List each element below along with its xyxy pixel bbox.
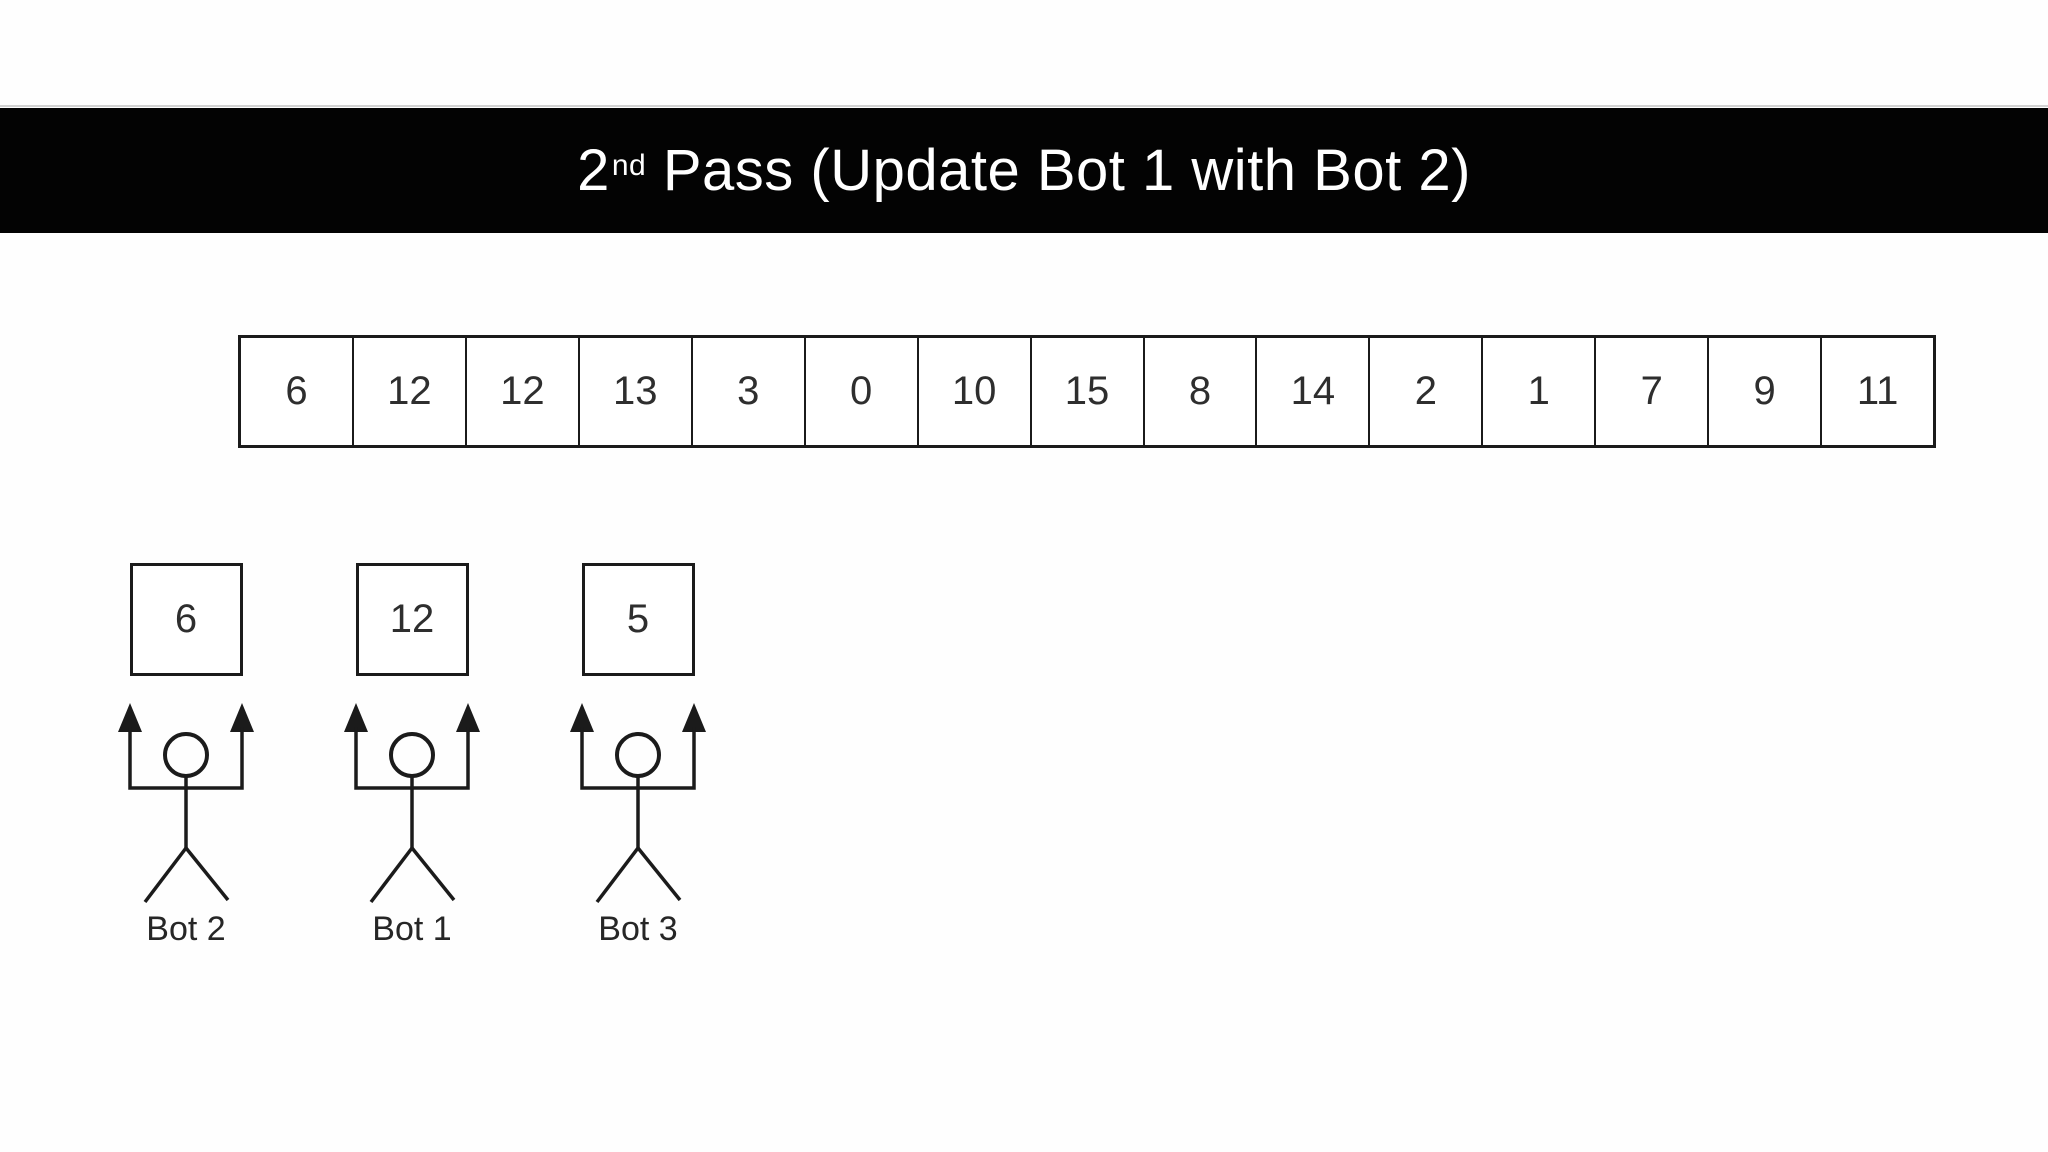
- bot-group-bot1: 12 Bot 1: [337, 563, 487, 949]
- array-cell: 6: [241, 338, 354, 445]
- bot-group-bot3: 5 Bot 3: [563, 563, 713, 949]
- array-cell: 9: [1709, 338, 1823, 445]
- left-up-arrow-icon: [118, 703, 142, 732]
- bot-value: 5: [626, 597, 650, 641]
- left-up-arrow-icon: [570, 703, 594, 732]
- bot-right-leg: [636, 846, 682, 902]
- title-ordinal-number: 2: [577, 138, 610, 203]
- bot-value: 12: [389, 597, 435, 641]
- array-cell: 14: [1257, 338, 1371, 445]
- bot-value-box: 5: [581, 563, 695, 676]
- array-cell: 3: [693, 338, 806, 445]
- left-up-arrow-icon: [344, 703, 368, 732]
- right-up-arrow-icon: [456, 703, 480, 732]
- stick-figure-icon: [570, 703, 706, 904]
- title-ordinal-suffix: nd: [611, 149, 647, 182]
- array-cell: 10: [919, 338, 1032, 445]
- right-up-arrow-icon: [682, 703, 706, 732]
- array-cell: 8: [1145, 338, 1258, 445]
- bot-head: [163, 732, 209, 778]
- bot-label: Bot 3: [598, 910, 678, 948]
- number-array: 6 12 12 13 3 0 10 15 8 14 2 1 7 9 11: [238, 335, 1936, 448]
- bot-left-leg: [143, 846, 188, 904]
- bot-right-leg: [184, 846, 230, 902]
- title-banner: 2nd Pass (Update Bot 1 with Bot 2): [0, 105, 2048, 233]
- bot-group-bot2: 6 Bot 2: [111, 563, 261, 949]
- title-text: Pass (Update Bot 1 with Bot 2): [646, 138, 1471, 203]
- right-up-arrow-icon: [230, 703, 254, 732]
- array-cell: 12: [354, 338, 467, 445]
- bot-right-leg: [410, 846, 456, 902]
- bot-head: [389, 732, 435, 778]
- stick-figure-icon: [344, 703, 480, 904]
- array-cell: 7: [1596, 338, 1710, 445]
- bot-value-box: 6: [129, 563, 243, 676]
- array-cell: 0: [806, 338, 919, 445]
- array-cell: 13: [580, 338, 693, 445]
- bot-left-leg: [369, 846, 414, 904]
- array-cell: 2: [1370, 338, 1484, 445]
- array-cell: 15: [1032, 338, 1145, 445]
- array-cell: 1: [1483, 338, 1597, 445]
- bot-label: Bot 1: [372, 910, 452, 948]
- array-cell: 12: [467, 338, 580, 445]
- bot-label: Bot 2: [146, 910, 226, 948]
- bot-head: [615, 732, 661, 778]
- bot-value: 6: [174, 597, 198, 641]
- array-cell: 11: [1856, 369, 1899, 413]
- page-title: 2nd Pass (Update Bot 1 with Bot 2): [577, 137, 1471, 204]
- bot-left-leg: [595, 846, 640, 904]
- bot-value-box: 12: [355, 563, 469, 676]
- stick-figure-icon: [118, 703, 254, 904]
